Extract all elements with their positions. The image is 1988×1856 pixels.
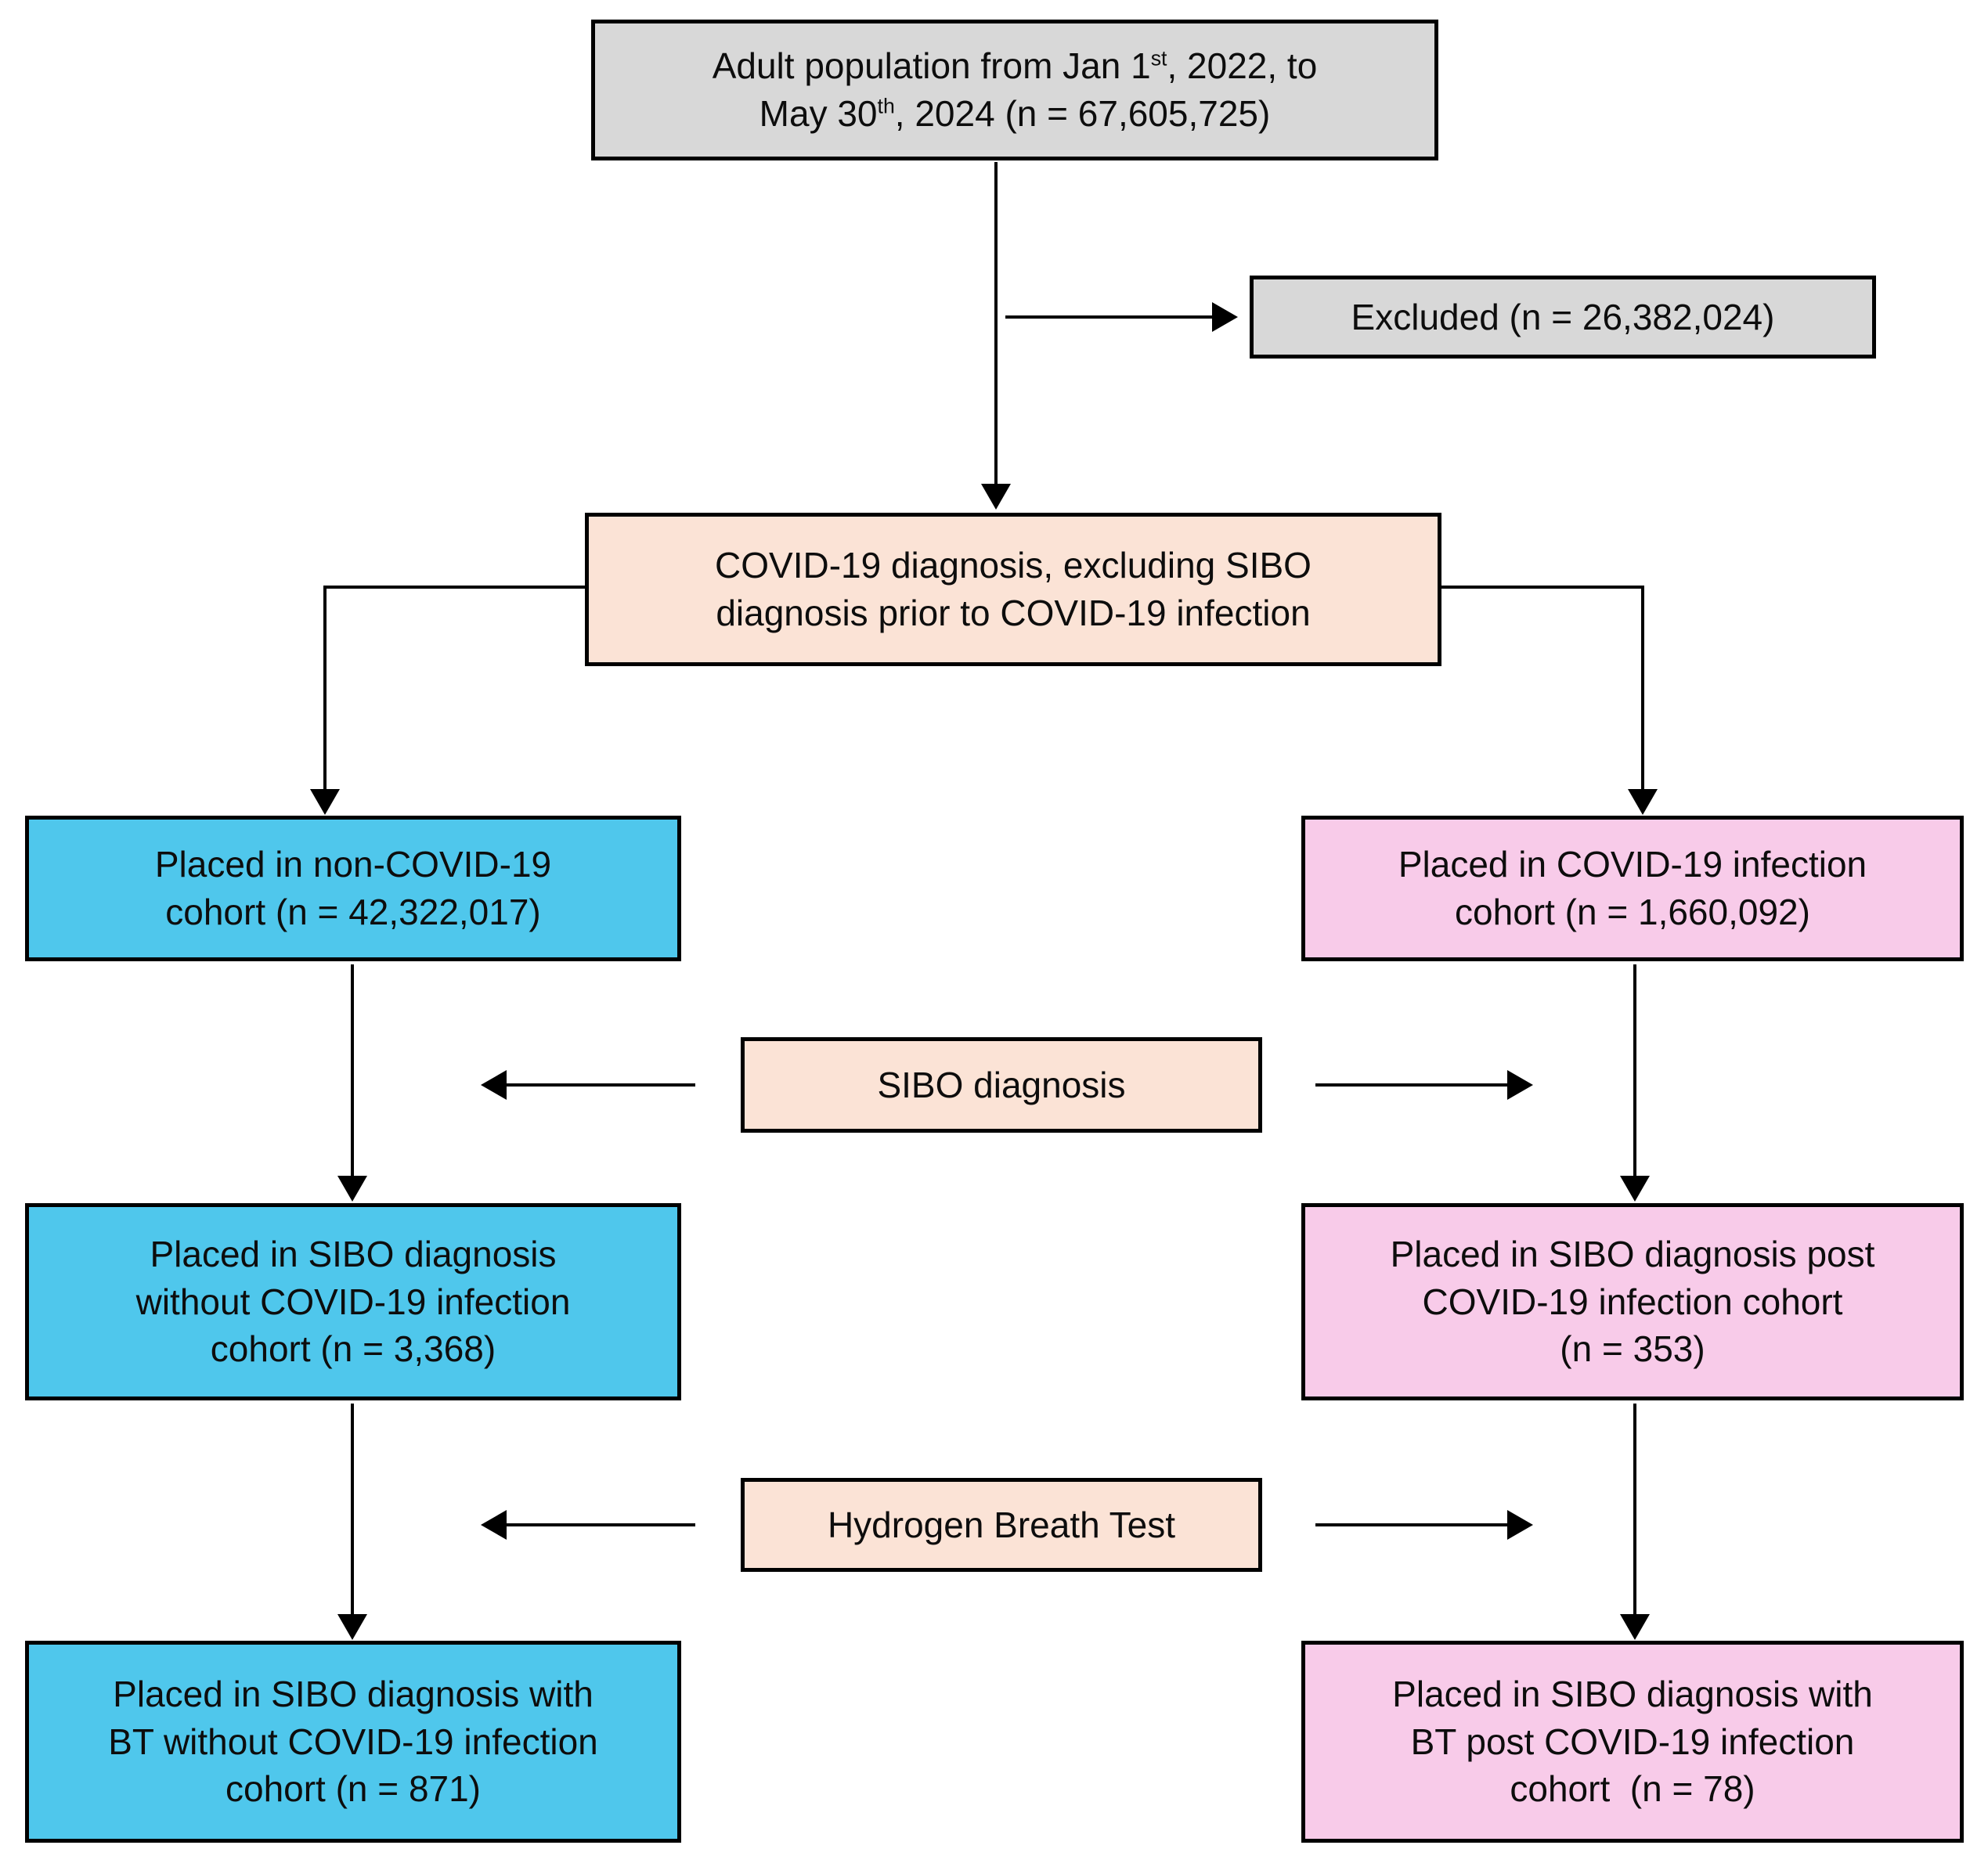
box-text-line: cohort (n = 3,368) xyxy=(210,1328,496,1370)
arrow-population-to-covid-line xyxy=(994,162,998,484)
arrow-sibo-to-bt-left-line xyxy=(351,1404,354,1614)
box-sibo-bt-post-covid-cohort: Placed in SIBO diagnosis with BT post CO… xyxy=(1301,1641,1964,1843)
arrow-sibo-left-head xyxy=(481,1070,507,1100)
box-text-line: cohort (n = 42,322,017) xyxy=(165,892,541,932)
box-sibo-without-covid-cohort: Placed in SIBO diagnosis without COVID-1… xyxy=(25,1203,681,1400)
text-segment: , 2024 (n = 67,605,725) xyxy=(894,93,1271,134)
box-text-line: Adult population from Jan 1st, 2022, to xyxy=(713,42,1318,90)
box-text-line: without COVID-19 infection xyxy=(135,1281,571,1322)
box-hydrogen-breath-test: Hydrogen Breath Test xyxy=(741,1478,1262,1572)
box-text-line: Placed in SIBO diagnosis with xyxy=(1392,1673,1873,1714)
arrow-noncovid-to-sibo-head xyxy=(337,1176,367,1202)
arrow-sibo-left-line xyxy=(507,1083,695,1087)
connector-covid-to-noncovid-head xyxy=(310,789,340,815)
box-text-line: Placed in COVID-19 infection xyxy=(1398,844,1867,885)
box-adult-population: Adult population from Jan 1st, 2022, to … xyxy=(591,20,1438,160)
box-excluded: Excluded (n = 26,382,024) xyxy=(1250,276,1876,359)
ordinal-superscript: th xyxy=(877,94,895,118)
box-text-line: diagnosis prior to COVID-19 infection xyxy=(716,593,1311,633)
box-text-line: cohort (n = 78) xyxy=(1510,1768,1755,1810)
box-sibo-diagnosis: SIBO diagnosis xyxy=(741,1037,1262,1133)
box-text-line: BT without COVID-19 infection xyxy=(108,1721,598,1762)
box-text-line: cohort (n = 871) xyxy=(225,1768,482,1810)
box-text-line: COVID-19 diagnosis, excluding SIBO xyxy=(715,545,1312,586)
box-text-line: BT post COVID-19 infection xyxy=(1410,1721,1855,1762)
text-segment: Adult population from Jan 1 xyxy=(712,45,1151,87)
arrow-sibo-to-bt-right-head xyxy=(1620,1614,1650,1640)
arrow-noncovid-to-sibo-line xyxy=(351,964,354,1176)
box-text-line: May 30th, 2024 (n = 67,605,725) xyxy=(759,90,1271,138)
connector-covid-to-infection-vertical xyxy=(1641,586,1644,789)
arrow-to-excluded-line xyxy=(1005,315,1212,319)
box-covid-diagnosis: COVID-19 diagnosis, excluding SIBO diagn… xyxy=(585,513,1441,666)
arrow-hbt-left-line xyxy=(507,1523,695,1526)
arrow-sibo-to-bt-right-line xyxy=(1633,1404,1636,1614)
box-sibo-bt-without-covid-cohort: Placed in SIBO diagnosis with BT without… xyxy=(25,1641,681,1843)
box-text-line: Placed in non-COVID-19 xyxy=(154,844,552,885)
arrow-sibo-right-head xyxy=(1507,1070,1533,1100)
box-text-line: (n = 353) xyxy=(1560,1328,1705,1370)
arrow-covid-to-sibopost-head xyxy=(1620,1176,1650,1202)
arrow-sibo-right-line xyxy=(1315,1083,1507,1087)
box-text-line: Placed in SIBO diagnosis post xyxy=(1390,1233,1875,1274)
arrow-population-to-covid-head xyxy=(981,484,1011,510)
arrow-covid-to-sibopost-line xyxy=(1633,964,1636,1176)
arrow-hbt-left-head xyxy=(481,1510,507,1540)
box-text-line: Placed in SIBO diagnosis with xyxy=(113,1673,594,1714)
box-text-line: Excluded (n = 26,382,024) xyxy=(1351,296,1775,337)
arrow-sibo-to-bt-left-head xyxy=(337,1614,367,1640)
box-text-line: COVID-19 infection cohort xyxy=(1422,1281,1843,1322)
connector-covid-to-noncovid-horizontal xyxy=(323,586,585,589)
text-segment: , 2022, to xyxy=(1167,45,1318,87)
ordinal-superscript: st xyxy=(1150,46,1167,70)
connector-covid-to-infection-head xyxy=(1628,789,1658,815)
box-text-line: Placed in SIBO diagnosis xyxy=(150,1233,557,1274)
arrow-hbt-right-head xyxy=(1507,1510,1533,1540)
connector-covid-to-noncovid-vertical xyxy=(323,586,327,789)
box-sibo-post-covid-cohort: Placed in SIBO diagnosis post COVID-19 i… xyxy=(1301,1203,1964,1400)
connector-covid-to-infection-horizontal xyxy=(1441,586,1644,589)
box-non-covid-cohort: Placed in non-COVID-19 cohort (n = 42,32… xyxy=(25,816,681,961)
text-segment: May 30 xyxy=(759,93,878,134)
box-text-line: SIBO diagnosis xyxy=(877,1064,1126,1105)
box-covid-infection-cohort: Placed in COVID-19 infection cohort (n =… xyxy=(1301,816,1964,961)
arrow-hbt-right-line xyxy=(1315,1523,1507,1526)
box-text-line: cohort (n = 1,660,092) xyxy=(1455,892,1810,932)
arrow-to-excluded-head xyxy=(1212,302,1238,332)
box-text-line: Hydrogen Breath Test xyxy=(827,1504,1176,1545)
